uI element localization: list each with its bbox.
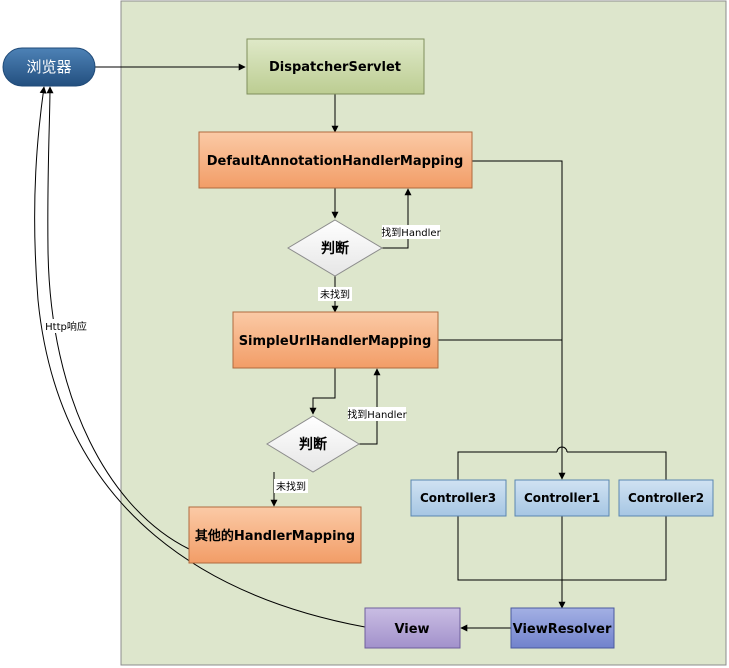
http-response-label: Http响应 (45, 320, 87, 333)
other-handler-mapping-label: 其他的HandlerMapping (195, 528, 355, 544)
simple-url-mapping-node: SimpleUrlHandlerMapping (232, 311, 439, 369)
arrow-decision1-found (382, 188, 412, 249)
decision-label-2: 判断 (299, 436, 327, 453)
not-found-label-2: 未找到 (276, 480, 306, 493)
browser-node: 浏览器 (2, 47, 96, 87)
view-label: View (394, 622, 429, 637)
controller2-label: Controller2 (628, 491, 704, 505)
bus-top-left (457, 451, 557, 480)
not-found-label-1: 未找到 (320, 288, 350, 301)
other-handler-mapping-node: 其他的HandlerMapping (188, 506, 362, 564)
view-resolver-node: ViewResolver (510, 607, 615, 649)
line-default-to-controllers (472, 160, 563, 444)
default-annotation-mapping-node: DefaultAnnotationHandlerMapping (198, 131, 473, 189)
arrow-decision2-found (359, 368, 381, 445)
default-annotation-mapping-label: DefaultAnnotationHandlerMapping (207, 154, 464, 169)
controller1-node: Controller1 (514, 479, 610, 517)
dispatcher-servlet-label: DispatcherServlet (269, 60, 401, 75)
view-resolver-label: ViewResolver (513, 622, 612, 637)
decision-node-1: 判断 (287, 219, 383, 277)
arrow-view-to-browser (34, 86, 366, 628)
view-node: View (364, 607, 461, 649)
decision-node-2: 判断 (266, 415, 360, 473)
connectors (34, 63, 667, 632)
arrow-other-to-browser (46, 86, 190, 550)
controller1-label: Controller1 (524, 491, 600, 505)
arrow-simple-to-decision2 (309, 368, 336, 415)
dispatcher-servlet-node: DispatcherServlet (246, 38, 425, 95)
bus-top-right (567, 451, 667, 480)
controller2-node: Controller2 (618, 479, 714, 517)
controller3-label: Controller3 (420, 491, 496, 505)
found-handler-label-1: 找到Handler (381, 226, 441, 239)
browser-label: 浏览器 (26, 58, 71, 76)
decision-label-1: 判断 (321, 240, 349, 257)
controller3-node: Controller3 (410, 479, 507, 517)
simple-url-mapping-label: SimpleUrlHandlerMapping (239, 334, 432, 349)
found-handler-label-2: 找到Handler (347, 408, 407, 421)
